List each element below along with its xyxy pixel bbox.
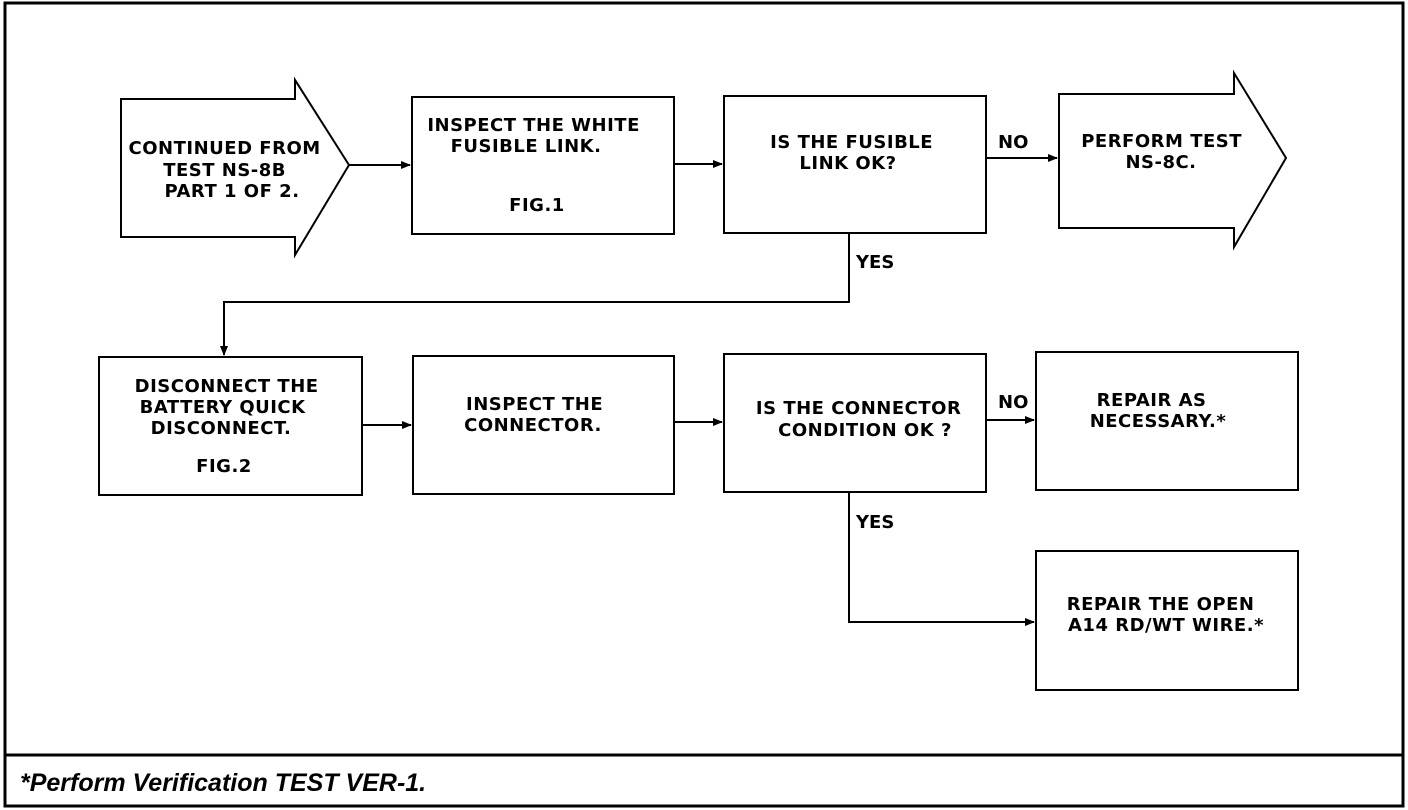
continued-line-3: PART 1 OF 2.	[164, 181, 299, 202]
link-ok-line-1: IS THE FUSIBLE	[770, 132, 933, 153]
connector-yes-label: YES	[855, 512, 894, 533]
connector-no-label: NO	[998, 392, 1028, 413]
link-ok-line-2: LINK OK?	[799, 153, 896, 174]
perform-test-arrow-shape	[1058, 69, 1288, 251]
inspect-connector-line-2: CONNECTOR.	[464, 415, 602, 436]
continued-line-1: CONTINUED FROM	[129, 138, 321, 159]
perform-test-line-2: NS-8C.	[1125, 152, 1196, 173]
repair-open-box	[1035, 550, 1299, 691]
repair-necessary-box	[1035, 351, 1299, 491]
repair-open-line-1: REPAIR THE OPEN	[1067, 594, 1255, 615]
link-no-label: NO	[998, 132, 1028, 153]
footer-note: *Perform Verification TEST VER-1.	[20, 769, 426, 797]
repair-necessary-text: REPAIR AS NECESSARY.*	[1090, 390, 1227, 432]
disconnect-box	[98, 356, 363, 496]
repair-necessary-line-1: REPAIR AS	[1097, 390, 1207, 411]
repair-necessary-line-2: NECESSARY.*	[1090, 411, 1227, 432]
connector-ok-line-1: IS THE CONNECTOR	[756, 398, 961, 419]
link-yes-label: YES	[855, 252, 894, 273]
disconnect-line-1: DISCONNECT THE	[135, 376, 319, 397]
continued-line-2: TEST NS-8B	[163, 160, 286, 181]
inspect-link-line-2: FUSIBLE LINK.	[451, 136, 602, 157]
inspect-connector-text: INSPECT THE CONNECTOR.	[464, 394, 610, 436]
connector-ok-box	[723, 353, 987, 493]
inspect-link-text: INSPECT THE WHITE FUSIBLE LINK.	[427, 115, 646, 157]
inspect-connector-line-1: INSPECT THE	[466, 394, 603, 415]
inspect-link-line-1: INSPECT THE WHITE	[427, 115, 640, 136]
continued-text: CONTINUED FROM TEST NS-8B PART 1 OF 2.	[129, 138, 328, 202]
disconnect-text: DISCONNECT THE BATTERY QUICK DISCONNECT.	[135, 376, 326, 439]
inspect-link-fig: FIG.1	[509, 195, 565, 216]
link-ok-box	[723, 95, 987, 234]
inspect-link-box	[411, 96, 675, 235]
perform-test-text: PERFORM TEST NS-8C.	[1081, 131, 1249, 173]
inspect-connector-box	[412, 355, 675, 495]
repair-open-text: REPAIR THE OPEN A14 RD/WT WIRE.*	[1067, 594, 1264, 636]
link-ok-text: IS THE FUSIBLE LINK OK?	[770, 132, 940, 174]
disconnect-line-2: BATTERY QUICK	[140, 397, 307, 418]
perform-test-line-1: PERFORM TEST	[1081, 131, 1242, 152]
connector-ok-text: IS THE CONNECTOR CONDITION OK ?	[756, 398, 968, 441]
outer-border	[3, 1, 1405, 808]
connector-connector-ok-yes	[848, 492, 1035, 626]
connector-link-ok-yes	[220, 233, 850, 356]
connector-ok-line-2: CONDITION OK ?	[778, 420, 952, 441]
continued-arrow-shape	[120, 76, 351, 259]
repair-open-line-2: A14 RD/WT WIRE.*	[1068, 615, 1264, 636]
disconnect-line-3: DISCONNECT.	[151, 418, 292, 439]
disconnect-fig: FIG.2	[196, 456, 252, 477]
